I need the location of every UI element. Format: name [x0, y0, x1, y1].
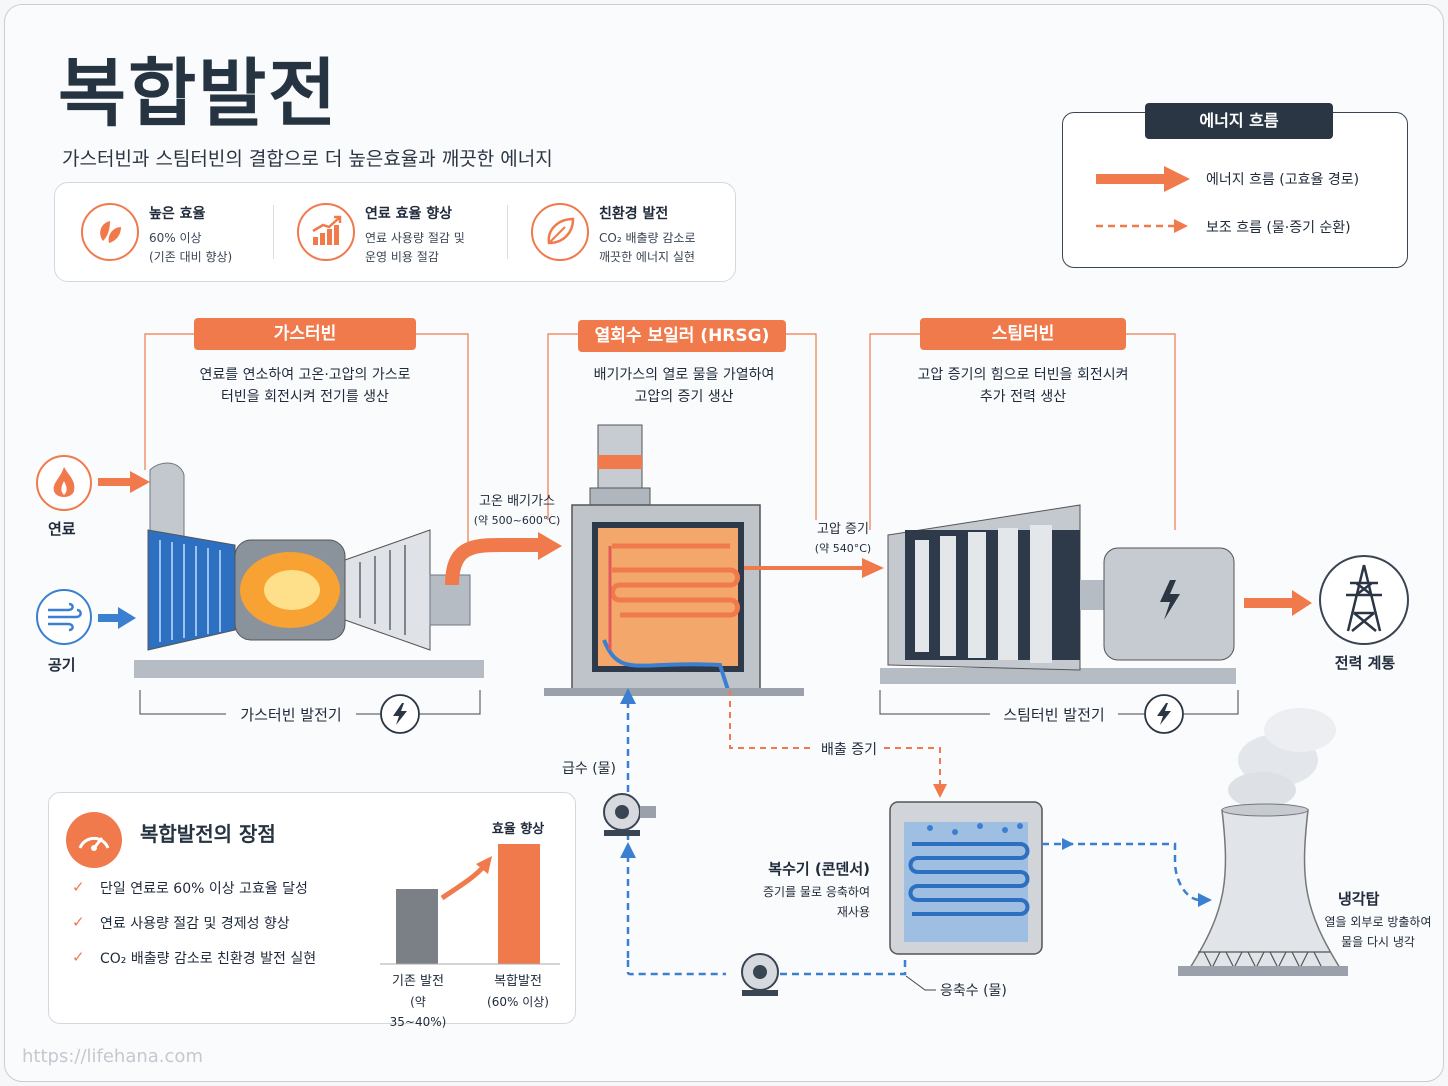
feed-pump	[603, 793, 656, 836]
main-flow-arrow-icon	[1096, 166, 1190, 192]
advantages-title: 복합발전의 장점	[140, 822, 276, 846]
feature-title: 친환경 발전	[599, 206, 669, 222]
hrsg-tag: 열회수 보일러 (HRSG)	[578, 320, 786, 352]
condenser	[889, 801, 1043, 955]
steam-turbine-tag: 스팀터빈	[920, 318, 1126, 350]
watermark: https://lifehana.com	[22, 1046, 203, 1067]
exhaust-steam-label: 배출 증기	[821, 742, 877, 758]
legend-main-label: 에너지 흐름 (고효율 경로)	[1206, 172, 1360, 188]
divider	[273, 205, 274, 259]
condenser-label: 복수기 (콘덴서)	[768, 860, 870, 878]
check-icon: ✓	[72, 878, 85, 896]
legend-aux-label: 보조 흐름 (물·증기 순환)	[1206, 220, 1351, 236]
transmission-tower-icon	[1346, 564, 1382, 632]
cooling-tower	[1178, 708, 1348, 976]
gas-turbine	[134, 462, 484, 678]
flame-icon	[53, 467, 75, 497]
cooling-tower-label: 냉각탑	[1338, 890, 1380, 908]
feature-desc: 60% 이상(기존 대비 향상)	[149, 231, 233, 264]
page-subtitle: 가스터빈과 스팀터빈의 결합으로 더 높은효율과 깨끗한 에너지	[62, 148, 553, 170]
feature-title: 높은 효율	[149, 206, 206, 222]
feature-title: 연료 효율 향상	[365, 206, 453, 222]
page-title: 복합발전	[58, 51, 339, 137]
steam-generator-label: 스팀터빈 발전기	[1003, 706, 1105, 724]
aux-flow-arrow-icon	[1096, 219, 1188, 233]
efficiency-chart-title: 효율 향상	[491, 822, 545, 837]
gauge-icon	[66, 812, 122, 868]
bar-label-combined: 복합발전(60% 이상)	[487, 974, 549, 1009]
gas-generator-label: 가스터빈 발전기	[240, 706, 342, 724]
lightning-icon	[1157, 703, 1171, 725]
bar-combined	[498, 844, 540, 964]
feedwater-label: 급수 (물)	[562, 761, 617, 777]
condensate-pump	[741, 953, 779, 996]
steam-turbine	[880, 504, 1236, 684]
condensate-label: 응축수 (물)	[940, 983, 1007, 999]
fuel-label: 연료	[48, 520, 76, 538]
divider	[507, 205, 508, 259]
advantages-box	[48, 792, 576, 1024]
advantage-item: CO₂ 배출량 감소로 친환경 발전 실현	[100, 951, 317, 967]
efficiency-chart	[380, 844, 560, 965]
hrsg-boiler	[544, 424, 804, 696]
advantage-item: 단일 연료로 60% 이상 고효율 달성	[100, 881, 308, 897]
bar-label-conventional: 기존 발전(약 35~40%)	[389, 974, 447, 1029]
air-label: 공기	[48, 656, 76, 674]
advantage-item: 연료 사용량 절감 및 경제성 향상	[100, 916, 290, 932]
chart-up-icon	[297, 203, 355, 261]
grid-label: 전력 계통	[1334, 654, 1396, 672]
hp-steam-label: 고압 증기(약 540°C)	[814, 522, 872, 555]
leaf-drop-icon	[81, 203, 139, 261]
lightning-icon	[393, 703, 407, 725]
bar-conventional	[396, 889, 438, 964]
leaf-icon	[531, 203, 589, 261]
feature-box: 높은 효율 60% 이상(기존 대비 향상) 연료 효율 향상 연료 사용량 절…	[54, 182, 736, 282]
check-icon: ✓	[72, 913, 85, 931]
exhaust-gas-label: 고온 배기가스(약 500~600°C)	[473, 494, 561, 527]
wind-icon	[48, 602, 82, 632]
check-icon: ✓	[72, 948, 85, 966]
feature-high-efficiency: 높은 효율 60% 이상(기존 대비 향상)	[55, 183, 281, 281]
gas-turbine-tag: 가스터빈	[194, 318, 416, 350]
legend-title: 에너지 흐름	[1145, 103, 1333, 139]
